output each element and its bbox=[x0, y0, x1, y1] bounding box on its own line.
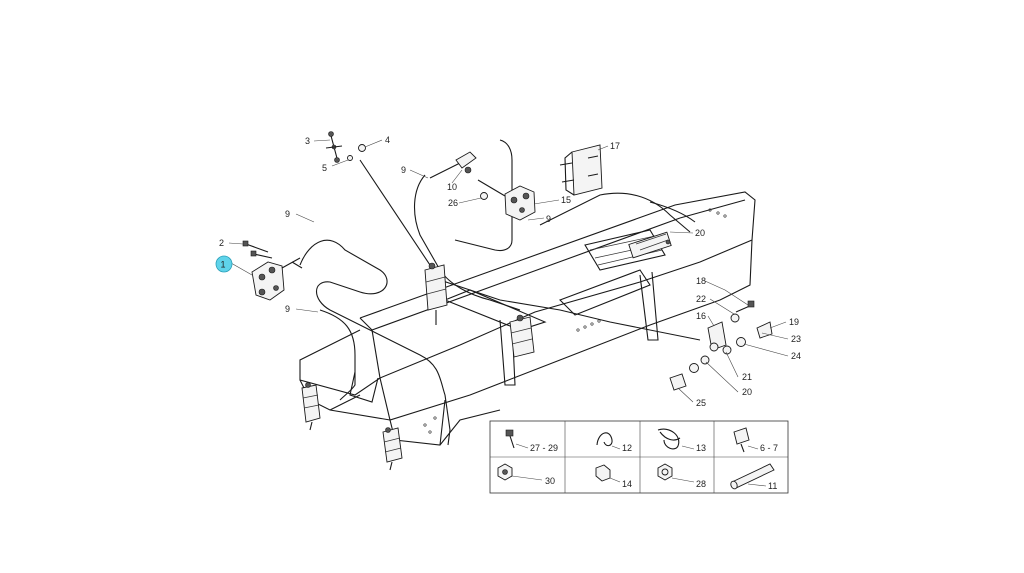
callout-15[interactable]: 15 bbox=[561, 195, 571, 205]
hex-nut-icon bbox=[657, 463, 673, 481]
legend-cell-hex-nut[interactable]: 28 bbox=[657, 463, 706, 489]
callout-9-c[interactable]: 9 bbox=[401, 165, 406, 175]
clip-icon bbox=[596, 432, 613, 447]
callout-25[interactable]: 25 bbox=[696, 398, 706, 408]
callout-9-d[interactable]: 9 bbox=[546, 214, 551, 224]
washer-item-26 bbox=[480, 192, 488, 200]
air-spring-front-right bbox=[382, 427, 403, 471]
nut-icon bbox=[497, 463, 513, 481]
callout-labels: 1 2 3 4 5 9 9 9 9 10 15 16 17 18 19 20 2… bbox=[215, 135, 801, 408]
t-connector bbox=[455, 151, 477, 174]
highlight-marker[interactable] bbox=[215, 255, 233, 273]
nut-item-5 bbox=[347, 155, 353, 161]
legend-label-11: 11 bbox=[768, 481, 777, 491]
callout-20-b[interactable]: 20 bbox=[742, 387, 752, 397]
sensor-item-20 bbox=[628, 231, 672, 259]
mounting-bracket bbox=[559, 144, 603, 196]
callout-22[interactable]: 22 bbox=[696, 294, 706, 304]
bolt-icon bbox=[505, 429, 515, 449]
air-spring-rear-left bbox=[424, 262, 448, 325]
callout-20-a[interactable]: 20 bbox=[695, 228, 705, 238]
leveling-valve-right[interactable] bbox=[477, 179, 536, 221]
legend-label-28: 28 bbox=[696, 479, 706, 489]
callout-18[interactable]: 18 bbox=[696, 276, 706, 286]
legend-label-14: 14 bbox=[622, 479, 632, 489]
air-spring-front-left bbox=[301, 382, 321, 431]
linkage-rod bbox=[325, 131, 343, 163]
air-pipes bbox=[299, 139, 701, 446]
callout-17[interactable]: 17 bbox=[610, 141, 620, 151]
fitting-icon bbox=[733, 427, 750, 453]
parts-legend-table: 27 - 29 12 13 6 - 7 bbox=[489, 420, 789, 494]
legend-cell-nut[interactable]: 30 bbox=[497, 463, 555, 486]
legend-label-27-29: 27 - 29 bbox=[530, 443, 558, 453]
callout-26[interactable]: 26 bbox=[448, 198, 458, 208]
air-spring-rear-right bbox=[509, 314, 535, 358]
legend-label-13: 13 bbox=[696, 443, 706, 453]
callout-23[interactable]: 23 bbox=[791, 334, 801, 344]
callout-9-a[interactable]: 9 bbox=[285, 209, 290, 219]
callout-2[interactable]: 2 bbox=[219, 238, 224, 248]
legend-cell-bolt[interactable]: 27 - 29 bbox=[505, 429, 558, 453]
callout-10[interactable]: 10 bbox=[447, 182, 457, 192]
callout-19[interactable]: 19 bbox=[789, 317, 799, 327]
legend-cell-fitting[interactable]: 6 - 7 bbox=[733, 427, 778, 453]
spring-clip-icon bbox=[657, 428, 681, 450]
callout-4[interactable]: 4 bbox=[385, 135, 390, 145]
legend-cell-clip[interactable]: 12 bbox=[596, 432, 632, 453]
small-parts-right bbox=[669, 300, 773, 391]
callout-9-b[interactable]: 9 bbox=[285, 304, 290, 314]
legend-label-6-7: 6 - 7 bbox=[760, 443, 778, 453]
legend-label-30: 30 bbox=[545, 476, 555, 486]
legend-cell-tube[interactable]: 11 bbox=[730, 463, 778, 491]
callout-24[interactable]: 24 bbox=[791, 351, 801, 361]
bolts-item-2 bbox=[242, 240, 273, 259]
callout-1[interactable]: 1 bbox=[221, 260, 226, 270]
legend-cell-spacer[interactable]: 14 bbox=[595, 464, 632, 489]
legend-cell-spring-clip[interactable]: 13 bbox=[657, 428, 706, 453]
callout-21[interactable]: 21 bbox=[742, 372, 752, 382]
leveling-valve-left[interactable] bbox=[251, 257, 303, 301]
tube-icon bbox=[730, 463, 775, 490]
callout-3[interactable]: 3 bbox=[305, 136, 310, 146]
leader-lines bbox=[228, 139, 789, 403]
legend-label-12: 12 bbox=[622, 443, 632, 453]
callout-16[interactable]: 16 bbox=[696, 311, 706, 321]
washer-item-4 bbox=[358, 144, 366, 152]
callout-5[interactable]: 5 bbox=[322, 163, 327, 173]
